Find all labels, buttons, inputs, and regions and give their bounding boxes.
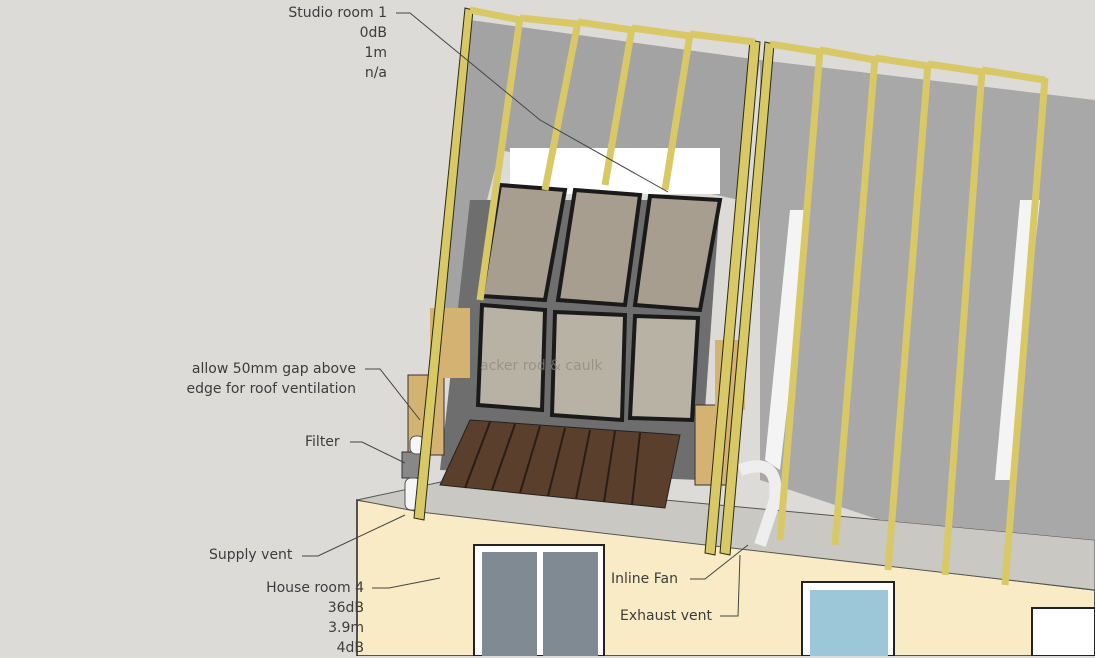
inline-fan-duct [737,460,782,547]
gap-note-line1: allow 50mm gap above [191,361,356,377]
skylight-windows [475,182,723,423]
house-room-name: House room 4 [266,580,364,596]
house-room-distance: 3.9m [328,620,364,636]
deck-slats [464,421,641,506]
deck [439,419,681,509]
studio-room-annotation: Studio room 1 0dB 1m n/a [288,3,387,83]
house-room-level: 36dB [327,600,364,616]
rafter-set [469,6,1049,586]
gap-note-annotation: allow 50mm gap above edge for roof venti… [186,359,356,399]
leader-lines [302,12,749,617]
house-room-reduction: 4dB [336,640,364,656]
studio-room-name: Studio room 1 [288,5,387,21]
supply-vent-label: Supply vent [209,547,293,563]
house-room-annotation: House room 4 36dB 3.9m 4dB [266,578,364,658]
studio-room-reduction: n/a [364,65,387,81]
filter-label: Filter [305,434,340,450]
gap-note-line2: edge for roof ventilation [186,381,356,397]
studio-room-distance: 1m [364,45,387,61]
exhaust-vent-label: Exhaust vent [620,608,712,624]
inline-fan-label: Inline Fan [611,571,678,587]
house-window-right [801,581,1095,656]
studio-room-level: 0dB [359,25,387,41]
rafters [413,7,775,556]
backer-rod-label: acker rod & caulk [480,358,603,374]
house-window [473,544,605,656]
